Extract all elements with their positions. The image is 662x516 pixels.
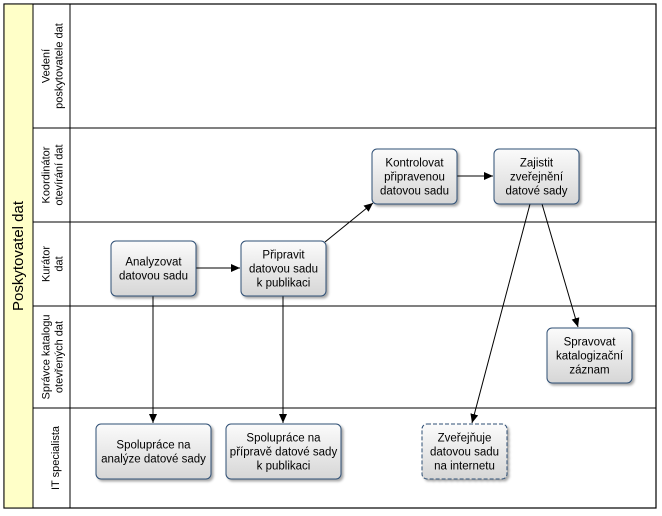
- lane-label-line: dat: [54, 256, 66, 271]
- task-label-line: katalogizační: [556, 351, 624, 363]
- flow-arrow-zajistit-to-spravovat: [541, 203, 580, 328]
- lane-label-line: Vedení: [41, 49, 53, 83]
- lane-label-line: Kurátor: [41, 246, 53, 282]
- lane-label-vedeni: Vedeníposkytovatele dat: [41, 23, 66, 109]
- task-label-line: připravenou: [384, 172, 445, 184]
- task-label-line: Zajistit: [520, 158, 554, 170]
- task-label-line: Kontrolovat: [385, 158, 444, 170]
- task-label: Spolupráce na analýze datové sady: [101, 440, 206, 466]
- task-kontrolovat: Kontrolovat připravenou datovou sadu: [371, 148, 458, 205]
- lane-label-line: otevírání dat: [54, 144, 66, 205]
- task-pripravit: Připravit datovou sadu k publikaci: [240, 240, 327, 297]
- task-label-line: Spolupráce na: [116, 440, 191, 452]
- lane-label-kurator: Kurátordat: [41, 246, 66, 282]
- lane-label-line: IT specialista: [50, 425, 62, 490]
- task-label-line: zveřejnění: [510, 172, 564, 184]
- lane-label-koordinator: Koordinátorotevírání dat: [41, 144, 66, 205]
- lane-label-it: IT specialista: [50, 425, 62, 490]
- pool-title: Poskytovatel dat: [10, 200, 27, 311]
- task-spravovat: Spravovat katalogizační záznam: [546, 327, 633, 384]
- task-label: Analyzovat datovou sadu: [119, 257, 188, 283]
- task-box: [371, 148, 458, 205]
- task-label-line: datové sady: [505, 186, 567, 198]
- task-spoluprace-analyza: Spolupráce na analýze datové sady: [95, 423, 212, 480]
- task-label: Kontrolovat připravenou datovou sadu: [380, 158, 449, 198]
- task-box: [240, 240, 327, 297]
- task-label-line: na internetu: [434, 461, 495, 473]
- task-label-line: analýze datové sady: [101, 454, 206, 466]
- task-label: Připravit datovou sadu k publikaci: [249, 250, 318, 290]
- task-analyzovat: Analyzovat datovou sadu: [110, 240, 197, 297]
- task-label: Zajistit zveřejnění datové sady: [505, 158, 567, 198]
- task-box: [95, 423, 212, 480]
- task-label-line: datovou sadu: [430, 447, 499, 459]
- task-label-line: přípravě datové sady: [230, 447, 338, 459]
- task-label-line: záznam: [569, 365, 609, 377]
- lane-label-line: Koordinátor: [41, 146, 53, 203]
- task-box: [110, 240, 197, 297]
- task-label-line: k publikaci: [257, 461, 311, 473]
- task-zverejnuje: Zveřejňuje datovou sadu na internetu: [421, 423, 508, 480]
- flow-arrow-pripravit-to-kontrolovat: [324, 202, 374, 243]
- task-label-line: Spravovat: [564, 337, 617, 349]
- task-label-line: Analyzovat: [125, 257, 182, 269]
- task-label-line: Spolupráce na: [246, 433, 321, 445]
- lane-label-line: poskytovatele dat: [54, 23, 66, 109]
- task-label: Spravovat katalogizační záznam: [556, 337, 624, 377]
- task-box: [421, 423, 508, 480]
- lane-label-spravce: Správce kataloguotevřených dat: [41, 315, 66, 400]
- pool-header: [3, 3, 34, 509]
- flow-arrow-zajistit-to-zverejnuje: [470, 203, 531, 424]
- task-label: Spolupráce na přípravě datové sady k publi…: [230, 433, 338, 473]
- task-zajistit: Zajistit zveřejnění datové sady: [493, 148, 580, 205]
- task-label-line: datovou sadu: [380, 186, 449, 198]
- task-box: [493, 148, 580, 205]
- lane-label-line: otevřených dat: [54, 321, 66, 393]
- task-spoluprace-priprava: Spolupráce na přípravě datové sady k publi…: [225, 423, 342, 480]
- task-label: Zveřejňuje datovou sadu na internetu: [430, 433, 499, 473]
- task-label-line: Připravit: [262, 250, 305, 262]
- lane-label-line: Správce katalogu: [41, 315, 53, 400]
- task-label-line: datovou sadu: [119, 271, 188, 283]
- task-label-line: Zveřejňuje: [438, 433, 492, 445]
- task-label-line: datovou sadu: [249, 264, 318, 276]
- task-box: [225, 423, 342, 480]
- task-box: [546, 327, 633, 384]
- task-label-line: k publikaci: [257, 278, 311, 290]
